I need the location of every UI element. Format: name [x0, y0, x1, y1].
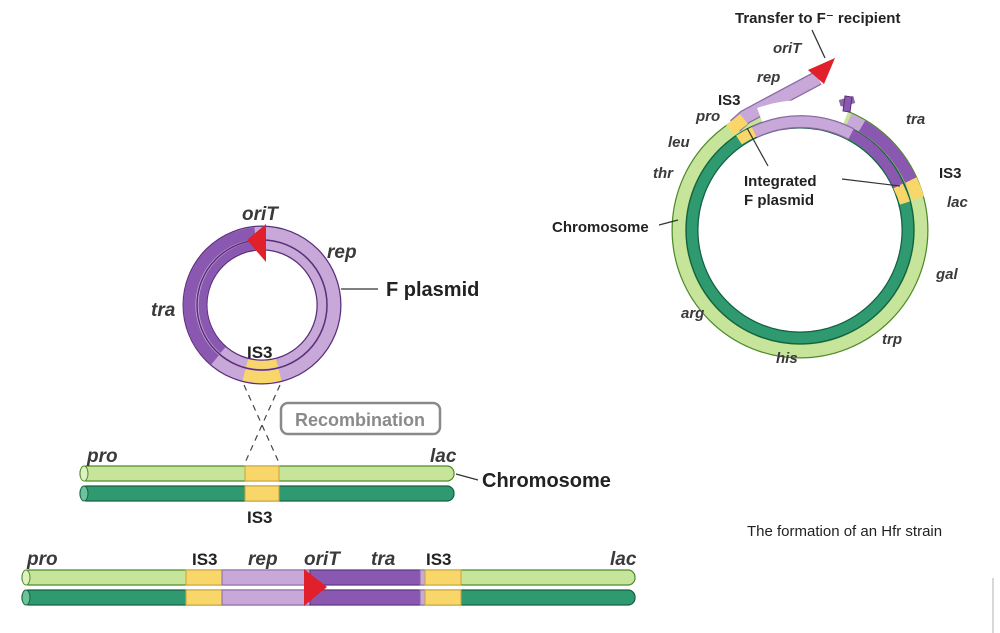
plasmid-is3-outer	[242, 368, 282, 384]
figure-caption: The formation of an Hfr strain	[747, 523, 942, 540]
hfr-outer-cut-end	[842, 95, 853, 113]
integrated-rep-light	[221, 569, 311, 586]
integrated-end-cap-dark	[21, 589, 31, 606]
recombination-box	[279, 401, 442, 436]
plasmid-is3-inner	[246, 359, 278, 369]
hfr-lac-label: lac	[947, 194, 969, 211]
integrated-pro-label: pro	[26, 549, 58, 570]
hfr-chromosome-label: Chromosome	[552, 219, 649, 236]
chromosome-is3-dark	[244, 485, 280, 502]
integrated-orit-label: oriT	[304, 549, 341, 570]
chromosome-bars	[79, 465, 479, 502]
recombination-label: Recombination	[295, 410, 425, 430]
integrated-is3-right-label: IS3	[426, 550, 452, 569]
integrated-rep-label: rep	[248, 549, 278, 570]
integrated-end-cap-light	[21, 569, 31, 586]
chromosome-end-cap-light	[79, 465, 89, 482]
integrated-tra-label: tra	[371, 549, 396, 570]
hfr-thr-label: thr	[653, 165, 674, 182]
chromosome-lac-label: lac	[430, 446, 457, 467]
integrated-is3-left-label: IS3	[192, 550, 218, 569]
hfr-chromosome-leader	[658, 219, 679, 226]
recombination-lines	[243, 384, 281, 466]
integrated-tra-end-dark	[419, 589, 426, 606]
hfr-orit-arrow	[808, 58, 835, 84]
hfr-transfer-leader	[811, 29, 826, 59]
hfr-is3-right-label: IS3	[939, 165, 962, 182]
integrated-tra-end-light	[419, 569, 426, 586]
plasmid-tra-region-outer	[183, 227, 256, 365]
hfr-orit-label: oriT	[773, 40, 803, 57]
hfr-is3-peel	[726, 114, 748, 135]
chromosome-is3-light	[244, 465, 280, 482]
hfr-tra-label: tra	[906, 111, 925, 128]
f-plasmid	[182, 224, 378, 385]
integrated-bars	[21, 569, 636, 606]
crossover-line-2	[243, 384, 281, 466]
plasmid-orit-label: oriT	[242, 204, 279, 225]
chromosome-pro-label: pro	[86, 446, 118, 467]
integrated-is3-right-dark	[424, 589, 462, 606]
hfr-gal-label: gal	[935, 266, 959, 283]
plasmid-tra-region-inner	[198, 241, 257, 354]
hfr-rep-label: rep	[757, 69, 780, 86]
hfr-integrated-leader-right	[841, 178, 901, 187]
hfr-integrated-leader-left	[746, 127, 769, 167]
hfr-inner-top	[752, 116, 854, 139]
hfr-plasmid-outer-dark	[858, 120, 918, 186]
hfr-trp-label: trp	[882, 331, 902, 348]
plasmid-is3-label: IS3	[247, 343, 273, 362]
plasmid-rep-label: rep	[327, 242, 357, 263]
integrated-tra-light	[309, 569, 421, 586]
hfr-is3-right-outer	[905, 177, 924, 200]
plasmid-tra-label: tra	[151, 300, 176, 321]
hfr-integrated-line2: F plasmid	[744, 192, 814, 209]
integrated-lac-label: lac	[610, 549, 637, 570]
integrated-is3-right-light	[424, 569, 462, 586]
hfr-his-label: his	[776, 350, 798, 367]
integrated-is3-left-light	[185, 569, 223, 586]
integrated-orit-arrow	[304, 569, 327, 606]
hfr-integrated-line1: Integrated	[744, 173, 817, 190]
hfr-leu-label: leu	[668, 134, 690, 151]
chromosome-label: Chromosome	[482, 470, 611, 492]
hfr-outer-gap	[757, 100, 850, 125]
plasmid-orit-arrow	[247, 224, 266, 262]
chromosome-is3-label: IS3	[247, 508, 273, 527]
hfr-arg-label: arg	[681, 305, 704, 322]
crossover-line-1	[243, 384, 281, 466]
hfr-is3-right-inner	[893, 183, 911, 205]
chromosome-label-leader	[455, 473, 479, 481]
hfr-pro-label: pro	[695, 108, 720, 125]
chromosome-end-cap-dark	[79, 485, 89, 502]
hfr-plasmid-outer-light	[846, 113, 866, 132]
integrated-rep-dark	[221, 589, 311, 606]
hfr-chromosome	[658, 29, 929, 359]
hfr-plasmid-inner-dark	[848, 129, 905, 193]
hfr-transfer-label: Transfer to F⁻ recipient	[735, 10, 900, 27]
hfr-is3-top-label: IS3	[718, 92, 741, 109]
integrated-tra-dark	[309, 589, 421, 606]
integrated-is3-left-dark	[185, 589, 223, 606]
plasmid-title: F plasmid	[386, 279, 479, 301]
